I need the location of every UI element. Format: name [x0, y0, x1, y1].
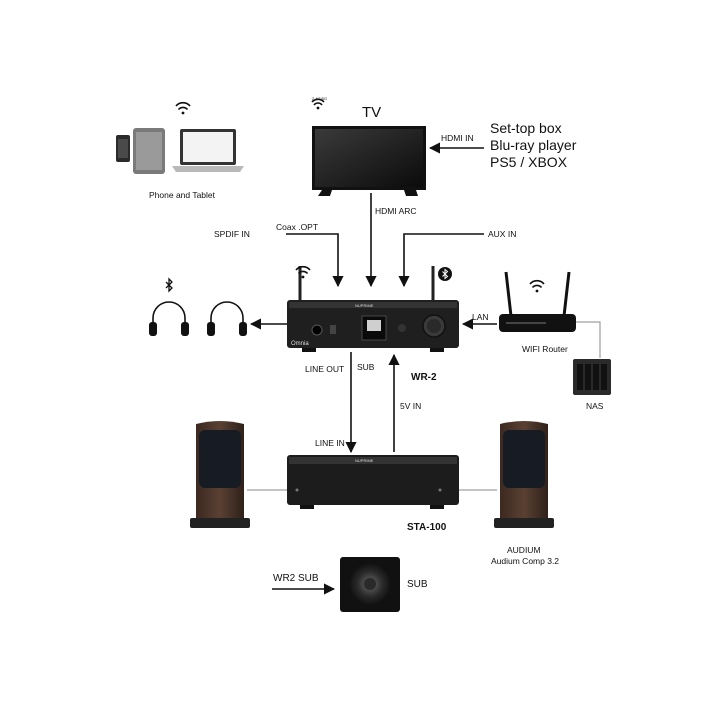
left-speaker: [190, 421, 250, 528]
tablet-icon: [133, 128, 165, 174]
source-set-top-box: Set-top box: [490, 120, 562, 136]
wr2-label: WR-2: [411, 372, 437, 383]
nas-icon: [573, 359, 611, 395]
nas-link: [576, 321, 601, 358]
lan-label: LAN: [472, 312, 489, 322]
source-blu-ray: Blu-ray player: [490, 137, 577, 153]
wifi-icon: [311, 98, 325, 110]
laptop-icon: [172, 129, 244, 172]
headphones-icon: [207, 301, 247, 336]
wr2-omnia: Omnia: [291, 341, 309, 347]
line-in-label: LINE IN: [315, 438, 345, 448]
nas-label: NAS: [586, 401, 604, 411]
source-console: PS5 / XBOX: [490, 154, 568, 170]
aux-in-label: AUX IN: [488, 229, 516, 239]
sta100-label: STA-100: [407, 522, 447, 533]
sta100-brand: NUPRIME: [355, 458, 374, 463]
audium-label: AUDIUM: [507, 545, 541, 555]
hdmi-arc-label: HDMI ARC: [375, 206, 417, 216]
sub-label: SUB: [407, 579, 428, 590]
spdif-in-label: SPDIF IN: [214, 229, 250, 239]
wr2-device: NUPRIME Omnia: [287, 266, 459, 352]
subwoofer: [340, 557, 400, 612]
aux-in-wire: [398, 233, 484, 288]
wifi-router-label: WIFI Router: [522, 344, 568, 354]
sub-out-label: SUB: [357, 362, 375, 372]
right-speaker: [494, 421, 554, 528]
line-out-label: LINE OUT: [305, 364, 344, 374]
bluetooth-icon: [438, 267, 452, 281]
wifi-icon: [529, 279, 545, 293]
sta100-device: NUPRIME: [287, 455, 459, 509]
tv: [312, 126, 426, 196]
bluetooth-icon: [165, 277, 173, 293]
router-icon: [499, 271, 576, 332]
wifi-icon: [175, 101, 191, 115]
phone-icon: [116, 135, 130, 162]
audium-model-label: Audium Comp 3.2: [491, 556, 559, 566]
hdmi-in-label: HDMI IN: [441, 133, 474, 143]
wr2-brand: NUPRIME: [355, 303, 374, 308]
tv-label: TV: [362, 104, 381, 121]
phone-tablet-label: Phone and Tablet: [149, 190, 216, 200]
wifi-band-label: 2.4G/5G: [312, 96, 327, 101]
five-v-in-label: 5V IN: [400, 401, 421, 411]
wifi-icon: [295, 265, 311, 279]
wr2-sub-label: WR2 SUB: [273, 573, 319, 584]
headphones-icon: [149, 301, 189, 336]
coax-opt-label: Coax .OPT: [276, 222, 318, 232]
spdif-wire: [286, 233, 344, 288]
